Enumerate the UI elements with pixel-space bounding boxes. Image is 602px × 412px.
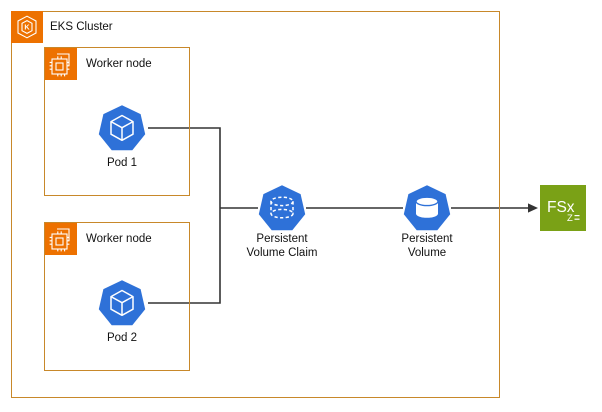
worker-node-1-label: Worker node bbox=[86, 58, 152, 70]
amazon-fsx-icon: FSx Z bbox=[540, 185, 586, 231]
pod-2-label: Pod 2 bbox=[106, 332, 138, 344]
fsx-lustre-mark: Z bbox=[567, 213, 573, 224]
kubernetes-pvc-icon bbox=[256, 182, 308, 234]
worker-node-1-group bbox=[44, 47, 190, 196]
worker-node-icon bbox=[45, 223, 77, 255]
pod-1-label: Pod 1 bbox=[106, 157, 138, 169]
eks-cluster-label: EKS Cluster bbox=[50, 21, 113, 33]
worker-node-2-group bbox=[44, 222, 190, 371]
kubernetes-pod-icon bbox=[96, 277, 148, 329]
arrowhead-to-fsx bbox=[528, 203, 538, 213]
persistent-volume-claim-label: Persistent Volume Claim bbox=[246, 233, 318, 259]
eks-cluster-icon: K bbox=[11, 11, 43, 43]
eks-cluster-group bbox=[11, 11, 500, 398]
worker-node-icon bbox=[45, 48, 77, 80]
wire-pod2-to-pvc bbox=[148, 208, 221, 304]
worker-node-2-label: Worker node bbox=[86, 233, 152, 245]
kubernetes-pv-icon bbox=[401, 182, 453, 234]
fsx-wordmark: FSx bbox=[547, 199, 575, 216]
persistent-volume-label: Persistent Volume bbox=[401, 233, 453, 259]
wire-pod1-to-pvc bbox=[148, 127, 221, 208]
kubernetes-pod-icon bbox=[96, 102, 148, 154]
svg-text:K: K bbox=[24, 22, 30, 31]
